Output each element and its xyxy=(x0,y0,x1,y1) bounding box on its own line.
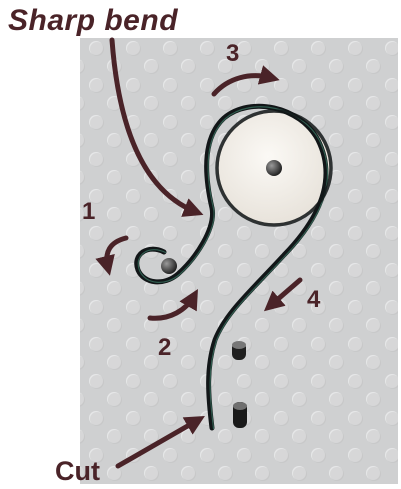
cut-label: Cut xyxy=(55,458,100,485)
step-1-label: 1 xyxy=(82,200,95,224)
step-3-label: 3 xyxy=(226,42,239,66)
step-4-label: 4 xyxy=(307,288,320,312)
sharp-bend-label: Sharp bend xyxy=(8,6,178,36)
step-2-label: 2 xyxy=(158,336,171,360)
